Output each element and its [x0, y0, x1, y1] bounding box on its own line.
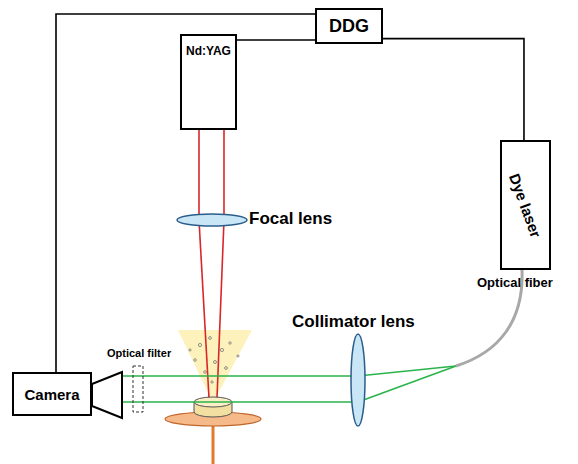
laser-box: Dye laser — [500, 140, 551, 270]
camera-box: Camera — [12, 372, 92, 416]
filter-label: Optical filter — [107, 347, 171, 359]
camera-lens — [92, 372, 122, 418]
controller-box: DDG — [315, 8, 383, 44]
signal-wire — [56, 14, 315, 372]
holder-rod — [212, 424, 215, 464]
collimator-lens — [351, 334, 365, 426]
lens-label: Collimator lens — [292, 312, 415, 332]
node-label: Camera — [24, 386, 79, 403]
laser-box: Nd:YAG — [180, 34, 237, 130]
probe-beam — [122, 366, 456, 402]
lens-label: Focal lens — [249, 209, 332, 229]
node-label: Dye laser — [506, 171, 545, 240]
optical-filter — [133, 366, 143, 412]
laser-beam — [199, 130, 224, 398]
node-label: Nd:YAG — [186, 44, 231, 58]
fiber-label: Optical fiber — [477, 275, 553, 290]
node-label: DDG — [329, 16, 369, 37]
signal-wire — [237, 39, 315, 41]
plasma-plume — [178, 330, 252, 403]
signal-wire — [383, 39, 524, 140]
focal-lens — [177, 214, 247, 226]
